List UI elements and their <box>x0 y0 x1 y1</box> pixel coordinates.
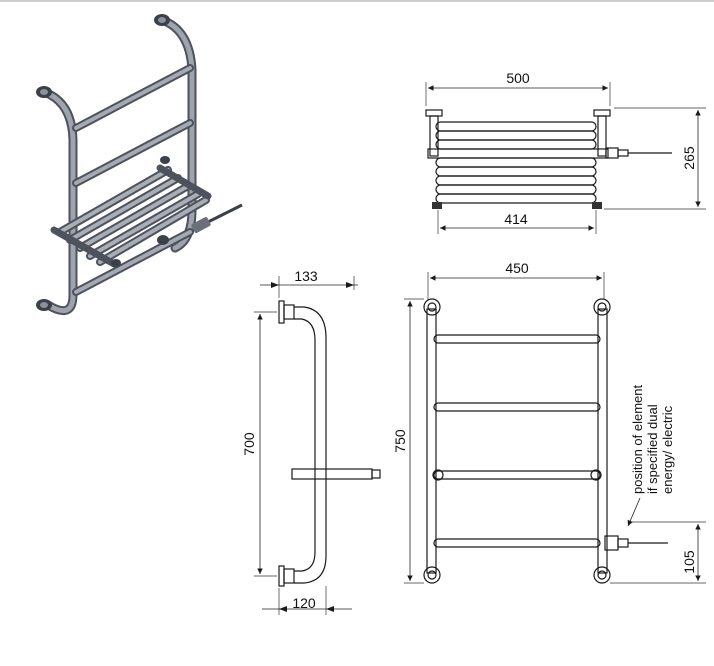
dim-front-height: 750 <box>392 429 408 453</box>
dim-element-height: 105 <box>681 550 697 574</box>
dim-top-height: 265 <box>681 146 697 170</box>
top-border <box>0 0 714 2</box>
dim-side-depth: 133 <box>294 268 318 284</box>
front-view: 450 750 105 <box>392 260 706 584</box>
dim-side-base: 120 <box>292 595 316 611</box>
dim-side-height: 700 <box>241 432 257 456</box>
dim-top-width: 500 <box>506 70 530 86</box>
side-view: 133 700 120 <box>241 268 381 615</box>
note-line-1: position of element <box>630 384 645 494</box>
note-line-2: if specified dual <box>645 404 660 494</box>
heating-element-3d <box>191 203 243 233</box>
dim-top-inner-width: 414 <box>504 211 528 227</box>
shelf-bars <box>50 164 212 268</box>
note-line-3: energy/ electric <box>660 405 675 494</box>
isometric-view <box>36 14 243 316</box>
dim-front-width: 450 <box>505 260 529 276</box>
element-note: position of element if specified dual en… <box>630 384 675 494</box>
top-view: 500 265 414 <box>425 70 706 234</box>
